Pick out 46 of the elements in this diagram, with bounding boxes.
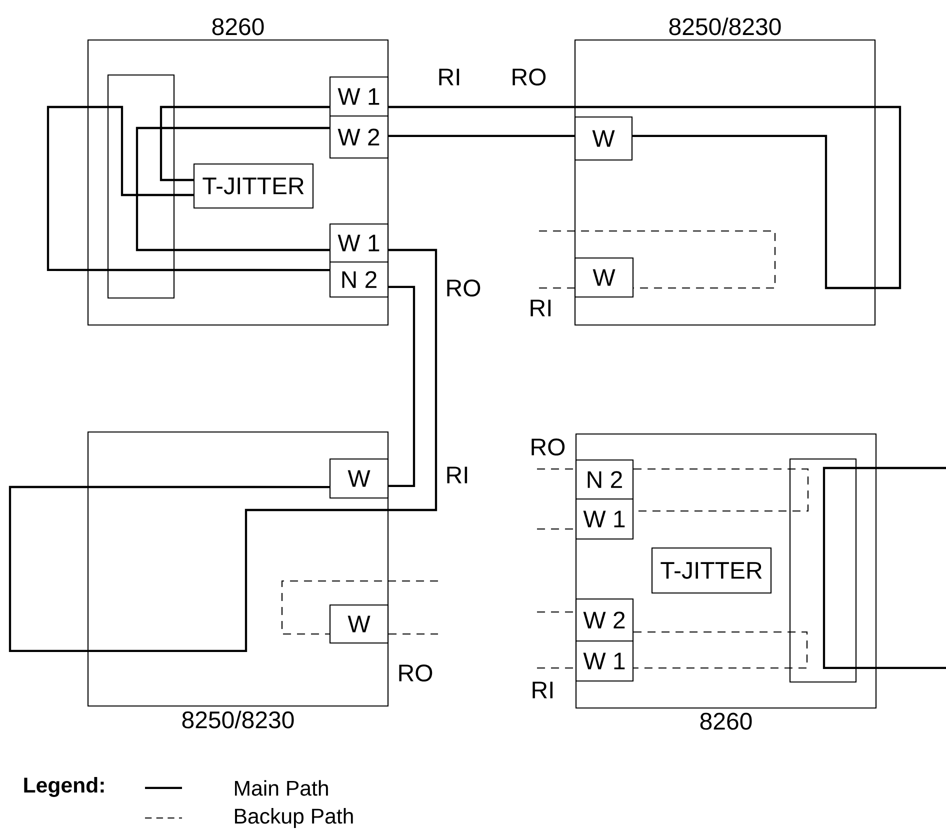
port-box: W 1 xyxy=(575,640,634,682)
backup-cable xyxy=(537,528,576,530)
backup-cable xyxy=(281,580,438,635)
backup-cable xyxy=(388,633,438,635)
legend-text: Main Path xyxy=(235,780,328,796)
backup-cable xyxy=(539,287,574,289)
node-label: 8260 xyxy=(700,712,752,730)
node-label: 8250/8230 xyxy=(182,710,294,728)
port-box: W 2 xyxy=(329,115,389,159)
port-box: W xyxy=(574,116,633,161)
backup-cable xyxy=(634,468,809,512)
cable xyxy=(388,106,902,290)
cable xyxy=(388,134,574,138)
cable xyxy=(388,286,416,488)
port-box: N 2 xyxy=(575,459,634,500)
port-label: RO xyxy=(512,68,546,86)
module-box: T-JITTER xyxy=(193,163,314,209)
port-box: W xyxy=(574,257,634,298)
port-box: N 2 xyxy=(329,261,389,298)
node-label: 8260 xyxy=(212,18,264,36)
port-box: W xyxy=(329,604,389,644)
backup-cable xyxy=(537,667,576,669)
port-label: RI xyxy=(532,682,553,698)
backup-cable xyxy=(537,611,576,613)
backup-cable xyxy=(634,631,808,669)
backup-cable xyxy=(537,468,576,470)
port-label: RO xyxy=(532,438,565,456)
module-box: T-JITTER xyxy=(651,547,772,594)
cable xyxy=(46,106,330,272)
port-label: RI xyxy=(530,300,551,316)
port-label: RO xyxy=(447,279,480,296)
cable xyxy=(136,126,330,252)
port-label: RO xyxy=(399,664,432,682)
port-label: RI xyxy=(439,68,460,86)
port-box: W 2 xyxy=(575,598,634,642)
backup-cable xyxy=(539,230,776,289)
port-box: W 1 xyxy=(575,498,634,540)
legend-title: Legend: xyxy=(24,777,104,797)
port-box: W 1 xyxy=(329,76,389,117)
port-box: W 1 xyxy=(329,223,389,263)
cable xyxy=(160,106,330,182)
port-box: W xyxy=(329,458,389,499)
cable xyxy=(8,248,438,652)
port-label: RI xyxy=(447,466,468,484)
node-label: 8250/8230 xyxy=(669,18,781,36)
legend-text: Backup Path xyxy=(235,808,353,828)
